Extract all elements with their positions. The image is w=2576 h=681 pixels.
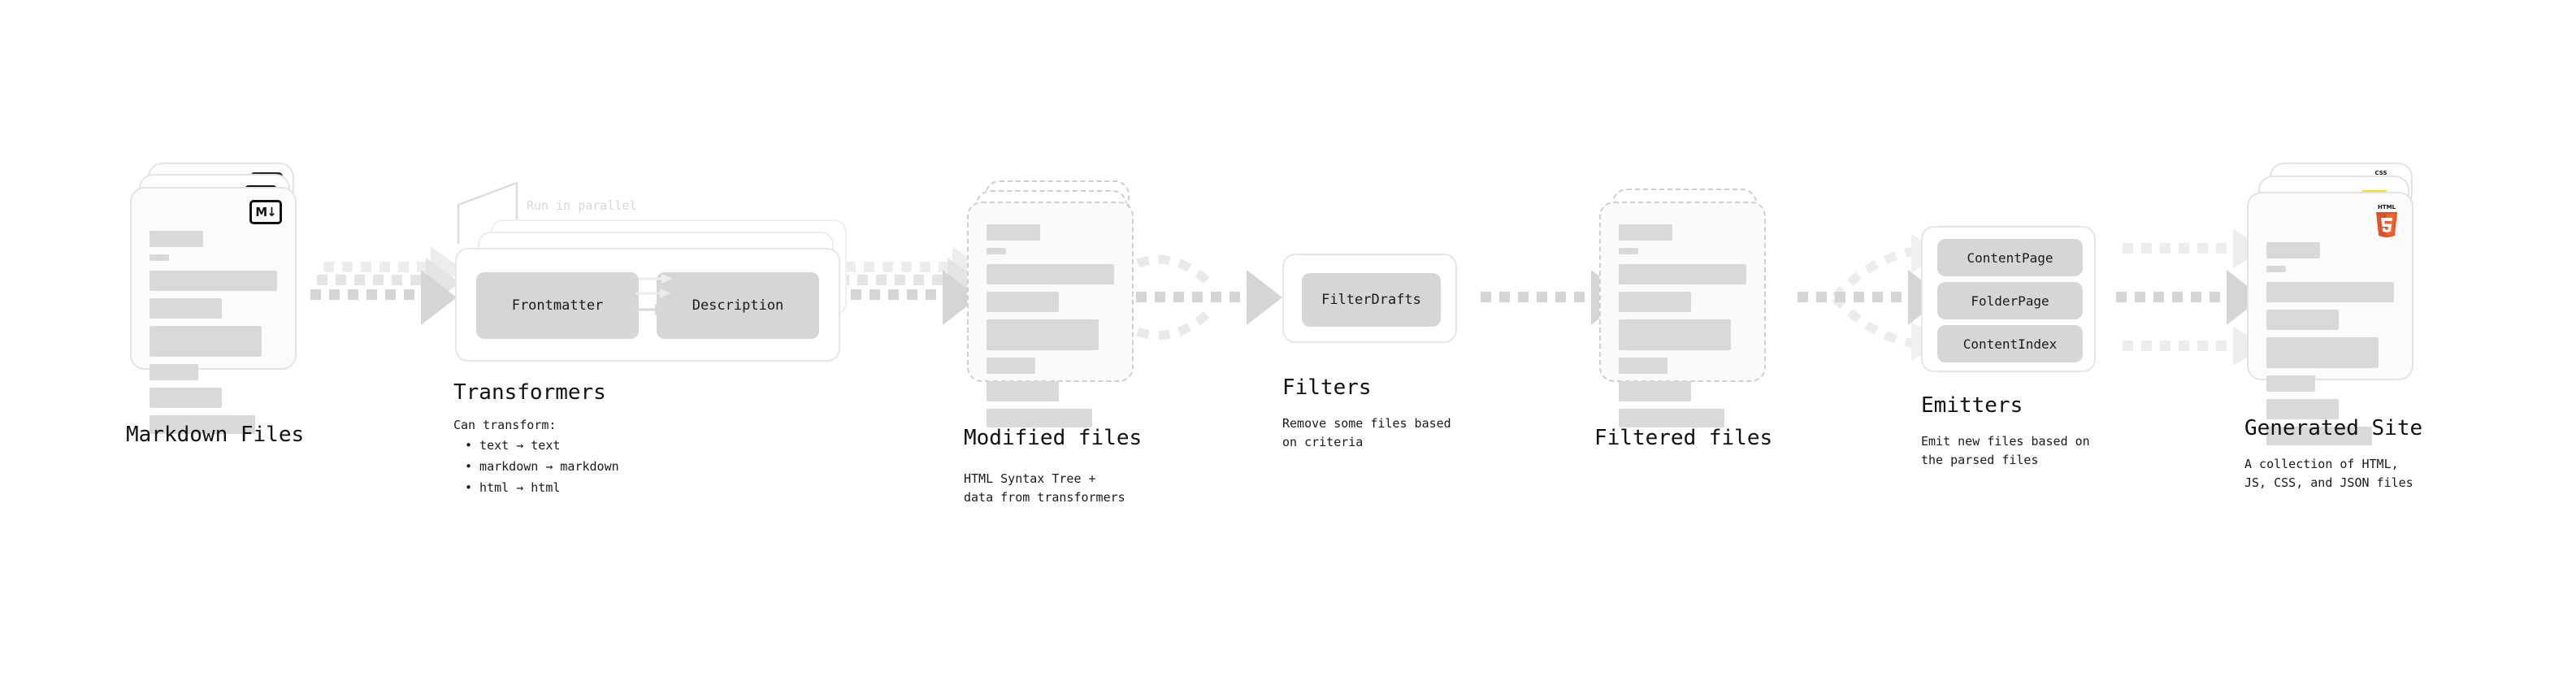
md-badge-letter: M: [255, 204, 267, 219]
arrow-markdown-to-transformers: [323, 246, 463, 293]
md-badge-arrow: ↓: [267, 204, 277, 219]
emitter-box-contentpage-label: ContentPage: [1967, 249, 2053, 266]
transformers-title: Transformers: [453, 380, 606, 405]
html5-icon: HTML: [2373, 202, 2400, 238]
emitter-box-contentindex[interactable]: ContentIndex: [1937, 325, 2083, 362]
arrow-emitters-to-site: [2116, 229, 2266, 366]
transformers-group: Frontmatter Description: [455, 248, 840, 362]
generated-card-front: HTML: [2247, 192, 2413, 445]
arrow-transformers-to-modified: [845, 246, 985, 293]
emitter-box-folderpage[interactable]: FolderPage: [1937, 282, 2083, 319]
filtered-files-title: Filtered files: [1594, 426, 1773, 450]
svg-text:HTML: HTML: [2378, 204, 2396, 210]
filters-group: FilterDrafts: [1282, 254, 1457, 343]
transformers-bullet-1: • markdown → markdown: [465, 459, 619, 474]
filtered-card-content: [1619, 224, 1746, 435]
emitter-box-folderpage-label: FolderPage: [1971, 293, 2049, 309]
emitters-title: Emitters: [1921, 393, 2023, 418]
filters-title: Filters: [1282, 375, 1372, 400]
transformers-subtitle-head: Can transform:: [453, 418, 557, 432]
filter-box-filterdrafts[interactable]: FilterDrafts: [1302, 273, 1441, 327]
arrow-modified-to-filters: [1136, 254, 1211, 340]
run-in-parallel-label: Run in parallel: [527, 198, 637, 213]
transformers-bullet-0: • text → text: [465, 438, 561, 453]
filters-subtitle: Remove some files based on criteria: [1282, 416, 1451, 450]
generated-card-content: [2266, 242, 2394, 453]
generated-site-title: Generated Site: [2244, 416, 2423, 440]
modified-files-subtitle: HTML Syntax Tree + data from transformer…: [964, 471, 1125, 505]
transformer-box-frontmatter[interactable]: Frontmatter: [476, 272, 639, 339]
emitter-box-contentindex-label: ContentIndex: [1962, 336, 2058, 352]
transformer-box-description-label: Description: [692, 297, 784, 314]
modified-card-content: [987, 224, 1114, 435]
transformer-box-description[interactable]: Description: [657, 272, 819, 339]
emitter-box-contentpage[interactable]: ContentPage: [1937, 239, 2083, 276]
filtered-card-front: [1599, 202, 1766, 427]
modified-files-title: Modified files: [964, 426, 1143, 450]
markdown-card-front: M↓: [130, 187, 297, 434]
modified-card-front: [967, 202, 1134, 427]
transformer-box-frontmatter-label: Frontmatter: [511, 297, 604, 314]
filter-box-filterdrafts-label: FilterDrafts: [1321, 292, 1421, 308]
emitters-group: ContentPage FolderPage ContentIndex: [1921, 226, 2096, 372]
markdown-card-content: [150, 231, 277, 441]
markdown-icon: M↓: [249, 200, 282, 224]
markdown-files-title: Markdown Files: [126, 423, 305, 447]
transformers-bullet-2: • html → html: [465, 480, 561, 495]
css-icon-label: CSS: [2374, 170, 2387, 176]
generated-site-subtitle: A collection of HTML, JS, CSS, and JSON …: [2244, 457, 2413, 491]
emitters-subtitle: Emit new files based on the parsed files: [1921, 434, 2090, 468]
